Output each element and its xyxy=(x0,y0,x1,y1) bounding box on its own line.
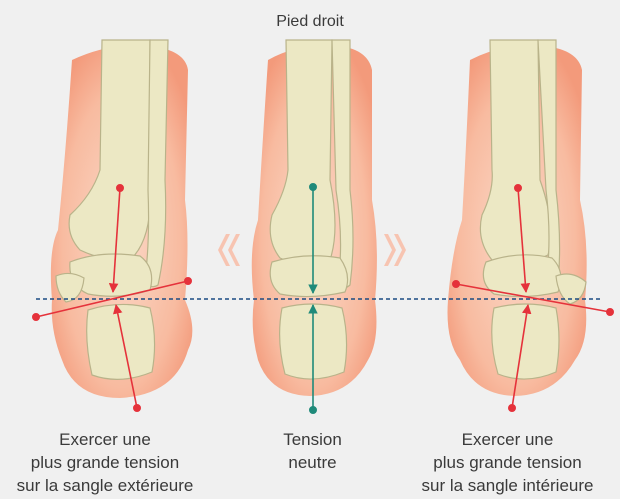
right-tilt-start xyxy=(453,281,459,287)
right-chevron-inner xyxy=(384,234,396,266)
caption-middle-line-2: neutre xyxy=(255,451,370,474)
caption-right-line-3: sur la sangle intérieure xyxy=(400,474,615,497)
caption-right-line-1: Exercer une xyxy=(400,428,615,451)
right-tilt-end xyxy=(607,309,613,315)
left-calcaneus xyxy=(87,304,155,379)
left-talus xyxy=(70,254,152,296)
caption-right: Exercer une plus grande tension sur la s… xyxy=(400,428,615,497)
middle-calcaneus-point xyxy=(310,407,316,413)
caption-left-line-1: Exercer une xyxy=(5,428,205,451)
caption-left-line-3: sur la sangle extérieure xyxy=(5,474,205,497)
caption-left: Exercer une plus grande tension sur la s… xyxy=(5,428,205,497)
left-foot xyxy=(51,40,192,398)
left-chevron-inner xyxy=(228,234,240,266)
left-calcaneus-point xyxy=(134,405,140,411)
caption-left-line-2: plus grande tension xyxy=(5,451,205,474)
diagram-title: Pied droit xyxy=(0,13,620,31)
left-tilt-start xyxy=(33,314,39,320)
caption-middle: Tension neutre xyxy=(255,428,370,474)
left-tibia-point xyxy=(117,185,123,191)
right-calcaneus-point xyxy=(509,405,515,411)
middle-talus xyxy=(270,256,347,297)
right-tibia-point xyxy=(515,185,521,191)
left-tilt-end xyxy=(185,278,191,284)
caption-middle-line-1: Tension xyxy=(255,428,370,451)
right-calcaneus xyxy=(492,304,559,379)
caption-right-line-2: plus grande tension xyxy=(400,451,615,474)
middle-foot xyxy=(252,40,377,396)
right-foot xyxy=(448,40,587,396)
middle-tibia-point xyxy=(310,184,316,190)
